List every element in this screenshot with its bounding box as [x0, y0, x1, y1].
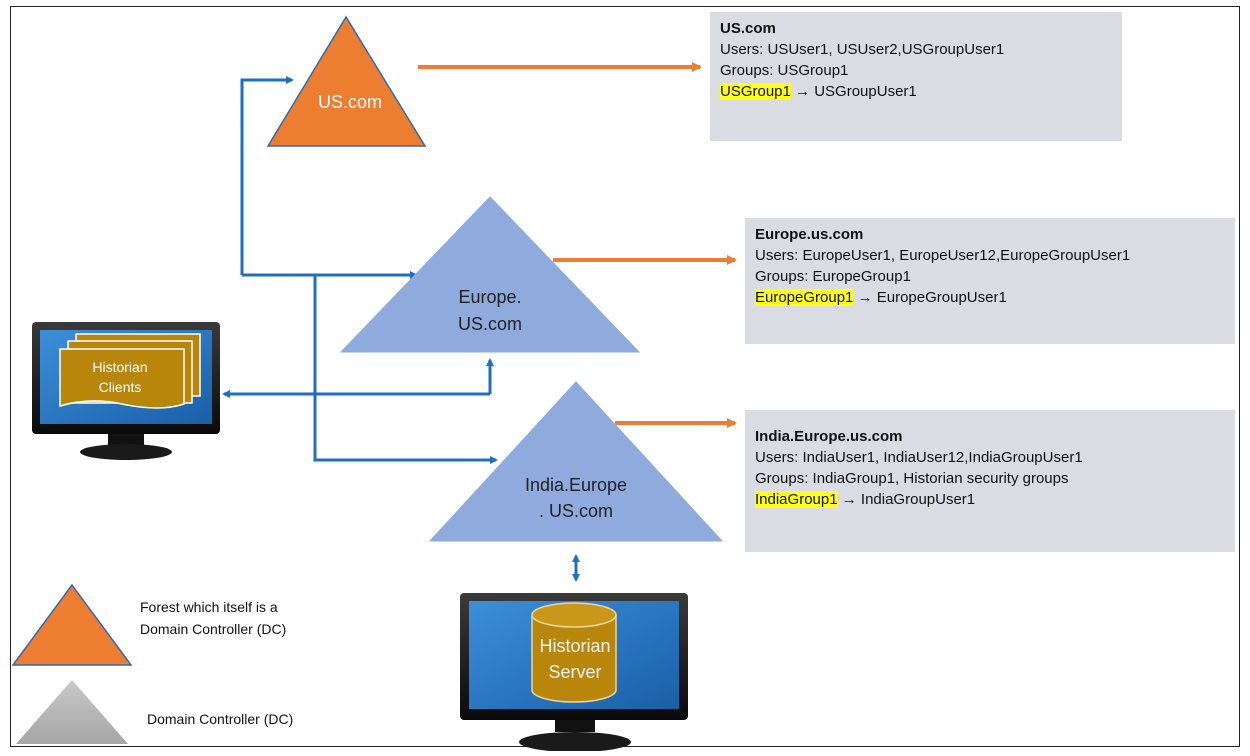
clients-window-stack — [59, 333, 201, 409]
us-info-title: US.com — [720, 20, 776, 37]
india-mapping-group: IndiaGroup1 — [755, 491, 838, 508]
europe-info-title: Europe.us.com — [755, 226, 864, 243]
legend-forest-text: Forest which itself is a Domain Controll… — [140, 596, 286, 640]
india-domain-label-line1: India.Europe — [525, 475, 627, 495]
us-info-users: Users: USUser1, USUser2,USGroupUser1 — [720, 41, 1005, 58]
mapping-arrow-icon: → — [857, 289, 873, 306]
europe-domain-label-line2: US.com — [458, 314, 522, 334]
legend-dc-triangle — [16, 680, 128, 744]
legend-dc-text: Domain Controller (DC) — [147, 711, 294, 727]
mapping-arrow-icon: → — [795, 83, 811, 100]
europe-info-users: Users: EuropeUser1, EuropeUser12,EuropeG… — [755, 247, 1131, 264]
us-forest-triangle — [266, 15, 427, 147]
historian-clients-monitor: Historian Clients — [32, 322, 220, 460]
europe-domain-label-line1: Europe. — [458, 287, 521, 307]
europe-dc-triangle — [339, 196, 641, 353]
legend-forest-line2: Domain Controller (DC) — [140, 621, 287, 637]
us-domain-label: US.com — [318, 92, 382, 112]
india-info-users: Users: IndiaUser1, IndiaUser12,IndiaGrou… — [755, 449, 1083, 466]
historian-server-monitor: Historian Server — [460, 593, 688, 752]
us-info-groups: Groups: USGroup1 — [720, 62, 849, 79]
database-cylinder-icon — [531, 602, 617, 703]
us-mapping-member: USGroupUser1 — [814, 83, 917, 100]
india-info-title: India.Europe.us.com — [755, 428, 903, 445]
clients-label-line2: Clients — [99, 379, 142, 395]
server-label-line2: Server — [548, 662, 601, 682]
europe-info-groups: Groups: EuropeGroup1 — [755, 268, 911, 285]
india-mapping-member: IndiaGroupUser1 — [860, 491, 976, 508]
mapping-arrows — [418, 62, 737, 428]
us-mapping-group: USGroup1 — [720, 83, 791, 100]
us-info-box: US.com Users: USUser1, USUser2,USGroupUs… — [710, 12, 1122, 141]
india-dc-triangle — [428, 381, 724, 542]
india-info-mapping: IndiaGroup1 → IndiaGroupUser1 — [755, 489, 1225, 510]
india-info-groups: Groups: IndiaGroup1, Historian security … — [755, 470, 1069, 487]
legend-forest-line1: Forest which itself is a — [140, 599, 278, 615]
clients-label-line1: Historian — [92, 359, 147, 375]
connector-lines — [222, 76, 580, 582]
mapping-arrow-icon: → — [841, 491, 857, 508]
europe-mapping-group: EuropeGroup1 — [755, 289, 854, 306]
europe-mapping-member: EuropeGroupUser1 — [876, 289, 1007, 306]
europe-info-mapping: EuropeGroup1 → EuropeGroupUser1 — [755, 287, 1225, 308]
india-domain-label-line2: . US.com — [539, 501, 613, 521]
us-info-mapping: USGroup1 → USGroupUser1 — [720, 81, 1112, 102]
server-label-line1: Historian — [539, 636, 610, 656]
europe-info-box: Europe.us.com Users: EuropeUser1, Europe… — [745, 218, 1235, 344]
india-info-box: India.Europe.us.com Users: IndiaUser1, I… — [745, 410, 1235, 552]
legend-forest-triangle — [11, 583, 133, 666]
